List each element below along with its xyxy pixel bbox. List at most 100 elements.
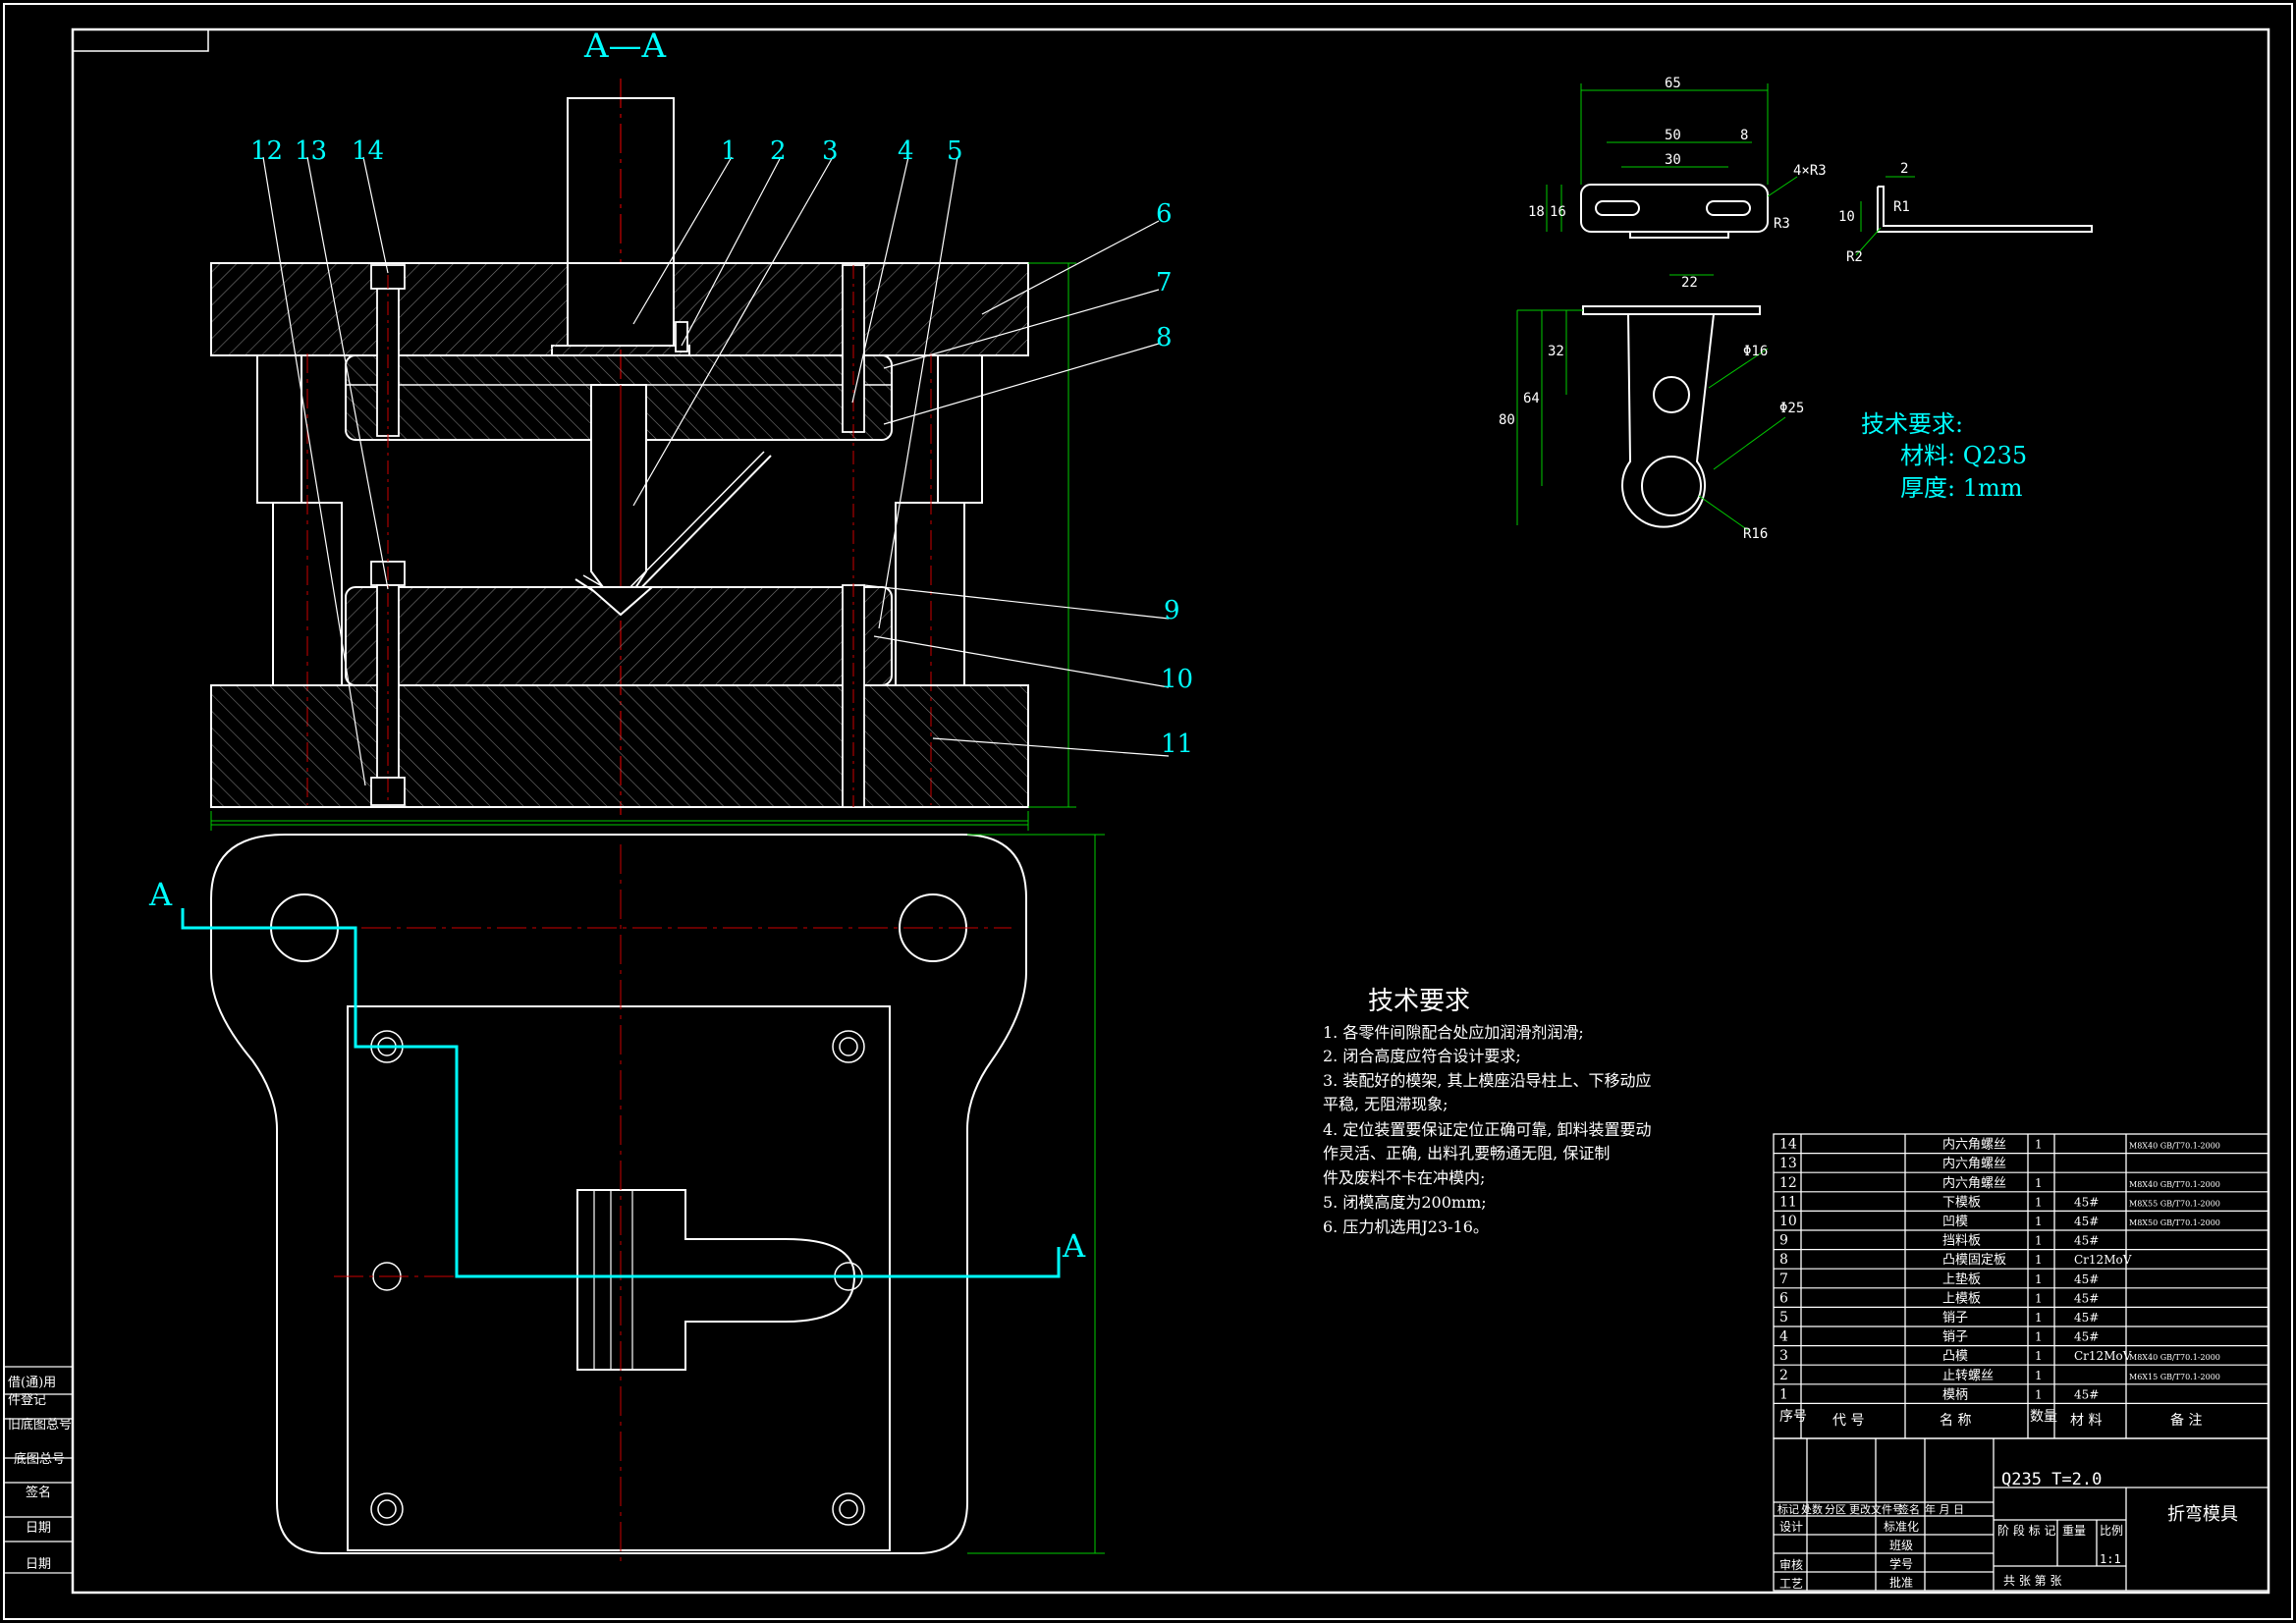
bom-cell-mat: 45# <box>2074 1234 2099 1248</box>
bom-cell-name: 挡料板 <box>1942 1234 1981 1249</box>
bom-cell-qty: 1 <box>2035 1311 2043 1325</box>
cut-label-right: A <box>1062 1227 1086 1265</box>
bom-cell-note: M8X50 GB/T70.1-2000 <box>2129 1218 2220 1227</box>
svg-text:件及废料不卡在冲模内;: 件及废料不卡在冲模内; <box>1323 1168 1485 1187</box>
svg-text:18: 18 <box>1528 204 1545 220</box>
svg-text:材料: Q235: 材料: Q235 <box>1900 442 2027 469</box>
bom-cell-name: 内六角螺丝 <box>1942 1156 2006 1171</box>
callout-11: 11 <box>1161 730 1193 759</box>
bom-cell-mat: 45# <box>2074 1195 2099 1209</box>
svg-text:厚度: 1mm: 厚度: 1mm <box>1900 474 2023 502</box>
part-views <box>1580 184 2093 528</box>
svg-text:8: 8 <box>1740 128 1748 143</box>
bom-cell-name: 上垫板 <box>1942 1271 1981 1287</box>
bom-cell-name: 内六角螺丝 <box>1942 1137 2006 1153</box>
svg-text:标准化: 标准化 <box>1884 1520 1919 1534</box>
svg-text:4. 定位装置要保证定位正确可靠, 卸料装置要动: 4. 定位装置要保证定位正确可靠, 卸料装置要动 <box>1323 1120 1652 1139</box>
svg-text:30: 30 <box>1665 152 1681 168</box>
callout-numbers: 1 2 3 4 5 6 7 8 9 10 11 12 13 14 <box>250 136 1193 759</box>
svg-text:审核: 审核 <box>1779 1557 1803 1572</box>
bom-cell-name: 上模板 <box>1942 1291 1981 1306</box>
bom-cell-no: 9 <box>1779 1233 1788 1249</box>
bom-cell-no: 1 <box>1779 1386 1788 1402</box>
bom-cell-name: 销子 <box>1942 1330 1968 1345</box>
svg-text:技术要求:: 技术要求: <box>1861 410 1963 438</box>
bom-cell-qty: 1 <box>2035 1234 2043 1248</box>
svg-text:Φ16: Φ16 <box>1743 344 1768 359</box>
bom-cell-no: 2 <box>1779 1368 1788 1383</box>
svg-text:16: 16 <box>1550 204 1566 220</box>
callout-10: 10 <box>1161 665 1193 694</box>
svg-text:阶 段 标 记: 阶 段 标 记 <box>1997 1523 2055 1538</box>
svg-text:备 注: 备 注 <box>2170 1412 2202 1429</box>
plan-dims <box>211 824 1105 1554</box>
bom-cell-qty: 1 <box>2035 1176 2043 1190</box>
bom-cell-qty: 1 <box>2035 1195 2043 1209</box>
svg-text:签名: 签名 <box>26 1485 51 1500</box>
callout-1: 1 <box>721 136 738 166</box>
svg-text:日期: 日期 <box>26 1557 51 1572</box>
bom-cell-no: 14 <box>1779 1137 1797 1153</box>
svg-text:5. 闭模高度为200mm;: 5. 闭模高度为200mm; <box>1323 1193 1487 1212</box>
svg-text:学号: 学号 <box>1889 1556 1913 1571</box>
svg-text:比例: 比例 <box>2100 1524 2123 1538</box>
callout-14: 14 <box>352 136 384 166</box>
bom-cell-no: 7 <box>1779 1271 1788 1287</box>
svg-text:R2: R2 <box>1846 249 1863 265</box>
svg-text:批准: 批准 <box>1889 1575 1913 1590</box>
callout-4: 4 <box>898 136 914 166</box>
svg-text:代 号: 代 号 <box>1832 1413 1864 1429</box>
svg-text:日期: 日期 <box>26 1521 51 1536</box>
svg-text:Φ25: Φ25 <box>1779 401 1804 416</box>
bom-cell-mat: 45# <box>2074 1272 2099 1286</box>
callout-5: 5 <box>947 136 963 166</box>
svg-text:1. 各零件间隙配合处应加润滑剂润滑;: 1. 各零件间隙配合处应加润滑剂润滑; <box>1323 1023 1584 1042</box>
svg-text:50: 50 <box>1665 128 1681 143</box>
svg-text:作灵活、正确, 出料孔要畅通无阻, 保证制: 作灵活、正确, 出料孔要畅通无阻, 保证制 <box>1323 1144 1610 1163</box>
svg-text:数量: 数量 <box>2030 1409 2057 1425</box>
title-block <box>1773 1437 2269 1592</box>
bom-cell-note: M8X40 GB/T70.1-2000 <box>2129 1142 2220 1151</box>
cut-label-left: A <box>148 876 173 913</box>
bom-cell-name: 止转螺丝 <box>1942 1369 1994 1383</box>
bom-cell-mat: 45# <box>2074 1215 2099 1228</box>
svg-text:R16: R16 <box>1743 526 1768 542</box>
bom-cell-mat: Cr12MoV <box>2074 1253 2132 1267</box>
svg-text:件登记: 件登记 <box>8 1393 46 1408</box>
svg-text:共 张 第 张: 共 张 第 张 <box>2003 1574 2061 1588</box>
callout-13: 13 <box>295 136 327 166</box>
title-block-texts: Q235 T=2.0 折弯模具 标记 处数 分区 更改文件号 签名 年 月 日 … <box>1777 1470 2238 1591</box>
bom-header: 序号 代 号 名 称 数量 材 料 备 注 <box>1779 1409 2202 1429</box>
part-requirements: 技术要求: 材料: Q235 厚度: 1mm <box>1861 410 2027 502</box>
section-title: A—A <box>583 27 667 66</box>
bom-cell-mat: 45# <box>2074 1387 2099 1401</box>
svg-text:Q235 T=2.0: Q235 T=2.0 <box>2001 1470 2102 1489</box>
svg-text:32: 32 <box>1548 344 1564 359</box>
bom-cell-name: 凸模固定板 <box>1942 1253 2006 1268</box>
callout-leaders <box>262 156 1170 786</box>
svg-text:22: 22 <box>1681 275 1698 291</box>
svg-text:名 称: 名 称 <box>1940 1413 1971 1429</box>
bom-cell-name: 内六角螺丝 <box>1942 1175 2006 1191</box>
bom-cell-mat: 45# <box>2074 1330 2099 1344</box>
callout-7: 7 <box>1156 268 1173 298</box>
svg-text:平稳, 无阻滞现象;: 平稳, 无阻滞现象; <box>1323 1095 1449 1113</box>
callout-8: 8 <box>1156 323 1173 352</box>
bom-cell-no: 8 <box>1779 1252 1788 1268</box>
svg-text:底图总号: 底图总号 <box>14 1451 65 1467</box>
svg-text:工艺: 工艺 <box>1779 1577 1803 1591</box>
assembly-req-title: 技术要求 <box>1368 987 1470 1016</box>
bom-cell-mat: 45# <box>2074 1291 2099 1305</box>
svg-text:班级: 班级 <box>1889 1539 1913 1552</box>
bom-cell-no: 5 <box>1779 1310 1788 1325</box>
bom-table <box>1773 1133 2269 1439</box>
callout-12: 12 <box>250 136 283 166</box>
svg-text:借(通)用: 借(通)用 <box>8 1376 56 1390</box>
bom-cell-name: 模柄 <box>1942 1387 1968 1402</box>
svg-text:材 料: 材 料 <box>2070 1413 2102 1429</box>
bom-cell-note: M8X40 GB/T70.1-2000 <box>2129 1353 2220 1362</box>
svg-text:旧底图总号: 旧底图总号 <box>8 1417 72 1433</box>
svg-text:重量: 重量 <box>2062 1524 2086 1538</box>
